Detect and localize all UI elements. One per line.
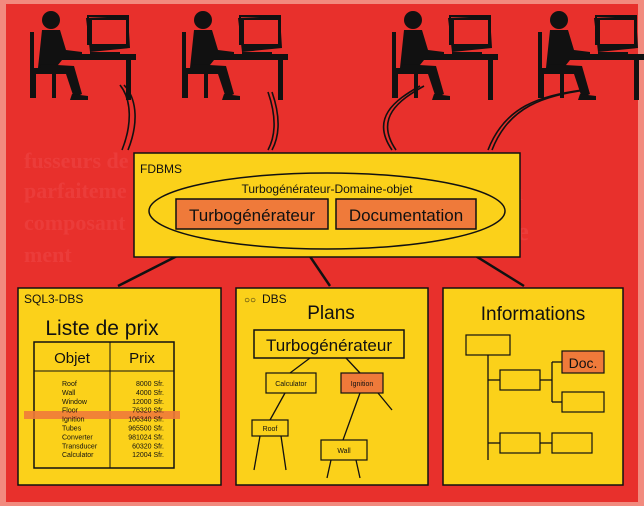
column-header-prix: Prix (129, 350, 155, 367)
info-node (551, 432, 593, 454)
info-node (561, 391, 605, 413)
sql3-panel: SQL3-DBS Liste de prix Objet Prix Roof 80… (17, 287, 222, 486)
informations-tree-lines (487, 355, 562, 460)
plans-calculator-label: Calculator (275, 381, 307, 388)
cable-2b (271, 91, 279, 151)
info-root-node (465, 334, 511, 356)
price-row-objet: Floor (62, 408, 79, 415)
price-row-prix: 4000 Sfr. (136, 390, 164, 397)
price-row-objet: Calculator (62, 452, 94, 459)
background-print: fusseurs de parfaiteme composant ment a … (24, 148, 529, 267)
background-print-line: composant (24, 210, 126, 235)
price-row-prix: 981024 Sfr. (128, 434, 164, 441)
price-row-prix: 12000 Sfr. (132, 399, 164, 406)
info-node (499, 432, 541, 454)
price-row-prix: 8000 Sfr. (136, 381, 164, 388)
plans-ignition-box (340, 372, 384, 394)
fdbms-label: FDBMS (140, 162, 182, 176)
cable-3 (382, 85, 421, 151)
domain-ellipse (148, 172, 506, 250)
price-list-title: Liste de prix (45, 317, 159, 340)
column-header-objet: Objet (54, 350, 91, 367)
plans-turbo-box (253, 329, 405, 359)
cable-2 (267, 91, 275, 151)
price-row-prix: 12004 Sfr. (132, 452, 164, 459)
informations-title: Informations (481, 304, 586, 325)
plans-turbo-label: Turbogénérateur (266, 336, 392, 355)
documentation-label: Documentation (349, 206, 463, 225)
plans-wall-box (320, 439, 368, 461)
plans-ignition-label: Ignition (351, 381, 374, 388)
informations-panel: Informations Doc. (442, 287, 624, 486)
plans-title: Plans (307, 303, 355, 324)
turbo-object-label: Turbogénérateur (189, 206, 315, 225)
highlight-row-ignition (24, 411, 180, 419)
price-row-objet: Ignition (62, 417, 85, 424)
price-row-objet: Tubes (62, 426, 82, 433)
info-doc-label: Doc. (569, 355, 598, 371)
price-row-prix: 76320 Sfr. (132, 408, 164, 415)
price-row-objet: Roof (62, 381, 77, 388)
turbo-object-box (175, 198, 329, 230)
price-row-objet: Wall (62, 390, 76, 397)
price-row-prix: 60320 Sfr. (132, 443, 164, 450)
price-table (33, 341, 175, 469)
plans-roof-label: Roof (263, 426, 278, 433)
background-print-line: fusseurs de (24, 148, 129, 173)
fdbms-panel: FDBMS Turbogénérateur-Domaine-objet Turb… (133, 152, 521, 258)
plans-label: DBS (262, 292, 287, 306)
documentation-box (335, 198, 477, 230)
price-row-objet: Window (62, 399, 88, 406)
plans-wall-label: Wall (337, 448, 351, 455)
domain-label: Turbogénérateur-Domaine-objet (242, 182, 414, 196)
sql3-box (17, 287, 222, 486)
plans-roof-box (251, 419, 289, 437)
price-row-prix: 106340 Sfr. (128, 417, 164, 424)
plans-label-prefix: ○○ (244, 295, 256, 306)
info-doc-node (561, 350, 605, 374)
plans-calculator-box (265, 372, 317, 394)
price-row-prix: 965500 Sfr. (128, 426, 164, 433)
plans-panel: ○○ DBS Plans Turbogénérateur Calculator … (235, 287, 429, 486)
plans-tree-lines (253, 357, 393, 479)
background-print-line: ment (24, 242, 72, 267)
price-row-objet: Transducer (62, 443, 98, 450)
sql3-label: SQL3-DBS (24, 292, 83, 306)
info-node (499, 369, 541, 391)
price-rows: Roof 8000 Sfr. Wall 4000 Sfr. Window 12000 Sf… (62, 381, 164, 459)
informations-box (442, 287, 624, 486)
background-print-line: parfaiteme (24, 178, 127, 203)
cable-4b (491, 89, 587, 151)
price-row-objet: Converter (62, 434, 93, 441)
cable-1 (119, 84, 131, 151)
